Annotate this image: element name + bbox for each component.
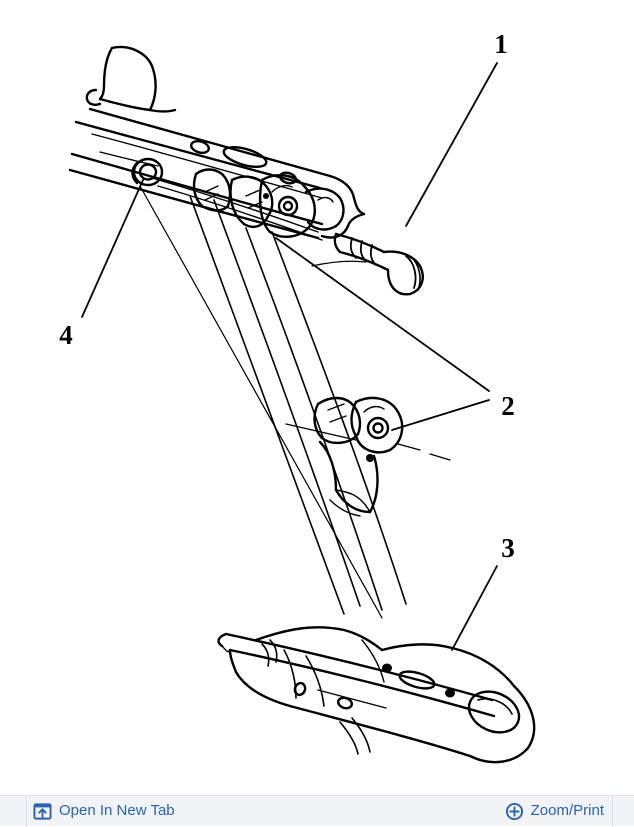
diagram-linework: 1 2 3 4 bbox=[59, 29, 536, 764]
toolbar-edge-left bbox=[26, 796, 27, 827]
viewer-toolbar: Open In New Tab Zoom/Print bbox=[0, 795, 634, 827]
callout-label-4: 4 bbox=[59, 320, 73, 350]
plus-circle-icon bbox=[505, 802, 523, 820]
zoom-print-label: Zoom/Print bbox=[530, 802, 604, 819]
callout-label-3: 3 bbox=[501, 533, 515, 563]
diagram-viewer-pane: 1 2 3 4 bbox=[0, 0, 634, 795]
callout-label-1: 1 bbox=[494, 29, 508, 59]
open-in-new-tab-icon bbox=[33, 802, 52, 820]
toolbar-edge-right bbox=[612, 796, 613, 827]
zoom-print-button[interactable]: Zoom/Print bbox=[505, 800, 604, 822]
technical-diagram[interactable]: 1 2 3 4 bbox=[0, 0, 634, 795]
open-in-new-tab-label: Open In New Tab bbox=[59, 802, 175, 819]
callout-label-2: 2 bbox=[501, 391, 515, 421]
open-in-new-tab-button[interactable]: Open In New Tab bbox=[33, 800, 175, 822]
